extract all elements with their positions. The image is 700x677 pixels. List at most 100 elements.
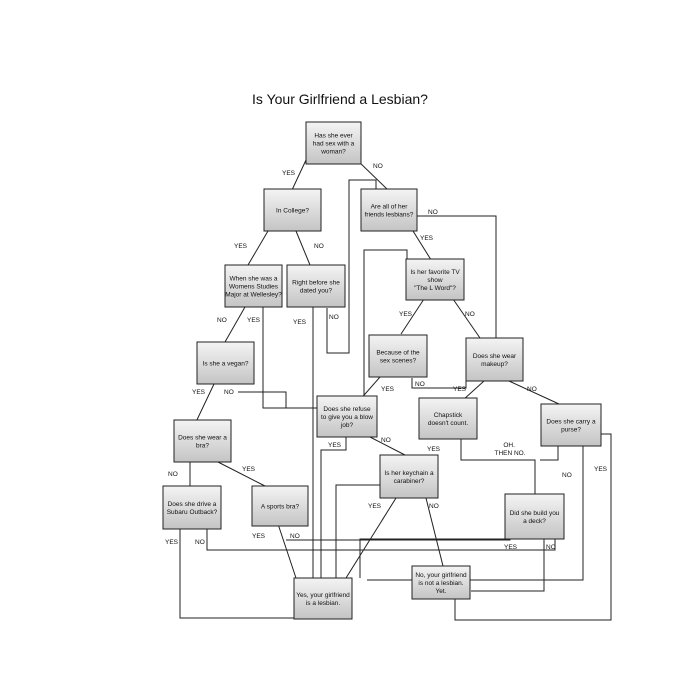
- label-subaru-yes: YES: [165, 539, 179, 546]
- edge-chapstick-deck: [460, 439, 536, 494]
- node-box: [504, 493, 565, 540]
- edge-deck-no: [471, 539, 545, 592]
- node-label-line: a deck?: [523, 518, 546, 525]
- node-box: [465, 337, 524, 382]
- edge-root-yes: [291, 159, 307, 191]
- edge-makeup-yes: [462, 380, 485, 401]
- edge-bra-yes: [217, 461, 266, 487]
- label-tv-no: NO: [465, 311, 475, 318]
- node-label-line: Chapstick: [434, 412, 463, 419]
- edge-makeup-no: [508, 380, 560, 405]
- label-key-no: NO: [429, 503, 439, 510]
- page-title: Is Your Girlfriend a Lesbian?: [252, 91, 428, 107]
- label-key-yes: YES: [368, 503, 382, 510]
- node-label-line: No, your girlfriend: [415, 572, 467, 579]
- node-box: [173, 419, 232, 463]
- label-scenes-yes: YES: [381, 386, 395, 393]
- node-box: [196, 341, 255, 385]
- node-box: [293, 577, 353, 620]
- label-bra-no: NO: [168, 471, 178, 478]
- node-label-line: When she was a: [229, 276, 277, 283]
- node-sports-bra: A sports bra?: [251, 485, 309, 527]
- node-label-line: Yes, your girlfriend: [296, 592, 350, 599]
- label-tv-yes: YES: [399, 311, 413, 318]
- node-label-line: makeup?: [481, 361, 508, 368]
- edge-friends-yes: [412, 230, 434, 264]
- node-box: [224, 264, 283, 308]
- node-label-line: "The L Word"?: [414, 285, 456, 292]
- label-womens-no: NO: [217, 317, 227, 324]
- node-box: [305, 121, 362, 165]
- node-label: A sports bra?: [261, 504, 300, 511]
- label-college-yes: YES: [234, 243, 248, 250]
- node-label-line: is a lesbian.: [306, 600, 341, 607]
- edge-sports-yes: [277, 523, 297, 579]
- oh-then-no-line-2: THEN NO.: [494, 450, 525, 457]
- label-vegan-no: NO: [224, 389, 234, 396]
- label-sports-yes: YES: [252, 533, 266, 540]
- label-bj-yes: YES: [328, 442, 342, 449]
- node-label-line: woman?: [320, 149, 346, 156]
- node-box: [263, 188, 322, 232]
- node-label-line: Does she wear a: [178, 435, 227, 442]
- node-label-line: dated you?: [300, 288, 333, 295]
- edge-key-yes: [345, 497, 397, 579]
- edge-vegan-yes: [194, 383, 215, 425]
- node-label-line: job?: [340, 422, 354, 429]
- label-bra-yes: YES: [242, 466, 256, 473]
- edge-purse-side: [454, 433, 612, 621]
- node-label-line: show: [427, 277, 442, 284]
- label-friends-yes: YES: [420, 235, 434, 242]
- edge-subaru-no: [206, 529, 556, 551]
- node-box: [540, 403, 602, 447]
- node-label-line: Yet.: [436, 588, 447, 595]
- label-subaru-no: NO: [195, 539, 205, 546]
- edge-key-side: [335, 484, 380, 578]
- edge-sports-no: [286, 519, 511, 541]
- node-vegan: Is she a vegan?: [196, 341, 255, 385]
- edge-root-no: [356, 159, 389, 191]
- label-root-yes: YES: [282, 170, 296, 177]
- label-sports-no: NO: [290, 533, 300, 540]
- label-chapstick-yes: YES: [427, 446, 441, 453]
- edge-tv-no: [452, 298, 481, 339]
- label-friends-no: NO: [428, 209, 438, 216]
- node-box: [316, 395, 378, 438]
- node-label-line: had sex with a: [313, 141, 355, 148]
- edge-tv-yes: [400, 298, 425, 335]
- edge-friends-no: [417, 215, 497, 338]
- label-deck-no: NO: [546, 544, 556, 551]
- node-label-line: purse?: [561, 427, 581, 434]
- node-box: [411, 565, 471, 600]
- node-label-line: Is she a vegan?: [203, 361, 249, 368]
- node-label-line: Because of the: [376, 350, 420, 357]
- edge-womens-no: [224, 306, 246, 343]
- node-label-line: Does she carry a: [546, 419, 596, 426]
- node-label-line: Does she refuse: [323, 406, 371, 413]
- node-label-line: Right before she: [292, 280, 340, 287]
- label-vegan-yes: YES: [192, 389, 206, 396]
- node-label-line: Major at Wellesley?: [225, 292, 282, 299]
- node-label-line: carabiner?: [394, 478, 425, 485]
- edge-scenes-no: [411, 378, 467, 389]
- node-label-line: bra?: [196, 443, 209, 450]
